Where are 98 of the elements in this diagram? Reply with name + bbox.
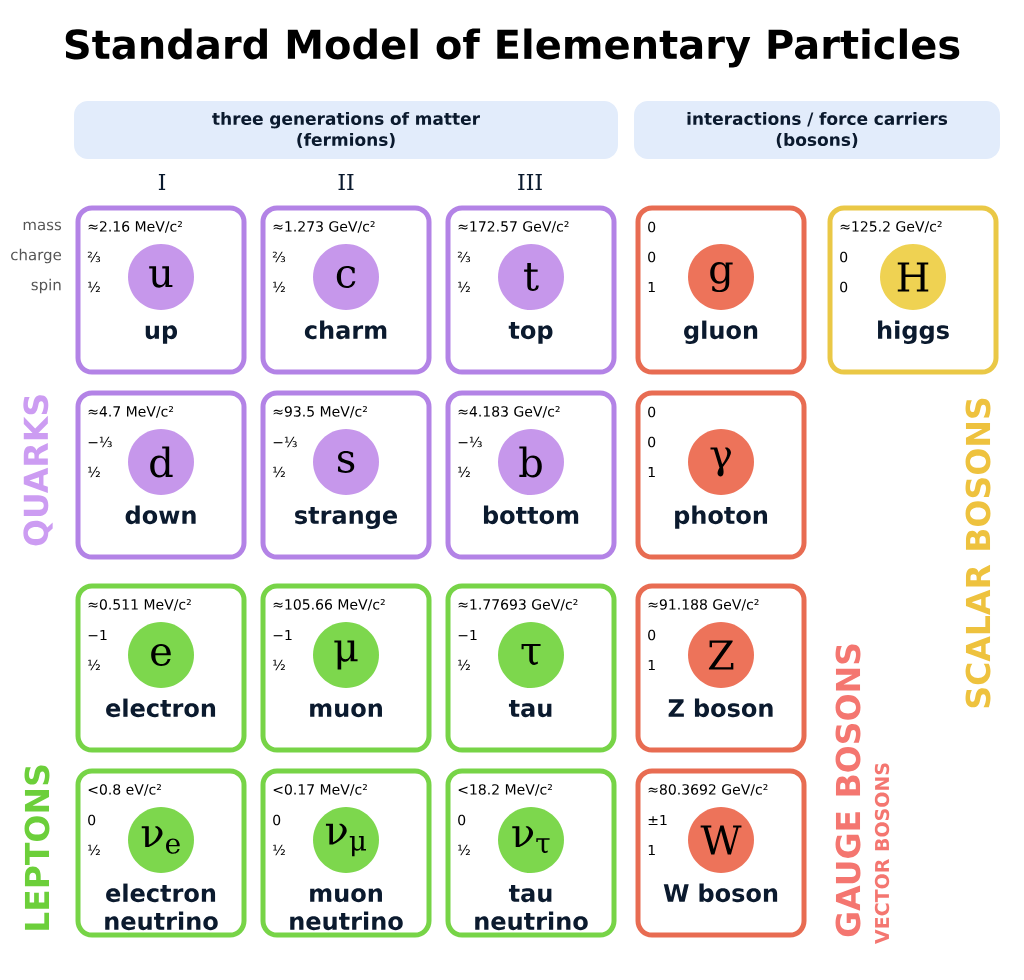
charge-value: −1 bbox=[458, 629, 477, 641]
particle-card bbox=[445, 768, 617, 938]
title: Standard Model of Elementary Particles bbox=[65, 28, 960, 68]
particle-card bbox=[75, 768, 247, 938]
charge-value: ±1 bbox=[648, 814, 667, 826]
mass-value: ≈125.2 GeV/c² bbox=[840, 221, 942, 233]
header-band: three generations of matter (fermions) bbox=[74, 101, 618, 159]
charge-value: ⅔ bbox=[272, 251, 286, 263]
charge-value: −1 bbox=[88, 629, 107, 641]
row-label: mass bbox=[23, 221, 62, 231]
charge-value: 0 bbox=[840, 251, 848, 263]
particle-card bbox=[635, 768, 807, 938]
particle-card bbox=[635, 205, 807, 375]
particle-name: Z boson bbox=[668, 698, 773, 718]
charge-value: 0 bbox=[648, 629, 656, 641]
particle-card bbox=[260, 205, 432, 375]
particle-name: tau bbox=[508, 699, 552, 718]
particle-name: muon neutrino bbox=[290, 888, 403, 931]
charge-value: 0 bbox=[648, 251, 656, 263]
mass-value: ≈172.57 GeV/c² bbox=[458, 221, 569, 233]
column-heading: I bbox=[158, 173, 166, 190]
group-label: GAUGE BOSONS bbox=[835, 644, 861, 937]
spin-value: ½ bbox=[88, 844, 100, 856]
spin-value: ½ bbox=[458, 659, 470, 671]
mass-value: <18.2 MeV/c² bbox=[458, 784, 552, 796]
particle-name: bottom bbox=[483, 505, 579, 525]
spin-value: ½ bbox=[88, 466, 100, 478]
mass-value: 0 bbox=[648, 221, 656, 233]
spin-value: ½ bbox=[273, 659, 285, 671]
group-label: LEPTONS bbox=[24, 765, 50, 930]
particle-name: electron bbox=[106, 698, 216, 718]
mass-value: ≈1.273 GeV/c² bbox=[273, 221, 375, 233]
spin-value: 1 bbox=[648, 659, 655, 671]
mass-value: ≈4.7 MeV/c² bbox=[88, 406, 174, 418]
particle-card bbox=[75, 583, 247, 753]
spin-value: 1 bbox=[648, 466, 655, 478]
particle-card bbox=[75, 205, 247, 375]
spin-value: ½ bbox=[458, 281, 470, 293]
group-label: QUARKS bbox=[23, 395, 53, 546]
particle-name: charm bbox=[304, 320, 387, 340]
particle-card bbox=[635, 390, 807, 560]
particle-name: up bbox=[145, 325, 178, 344]
mass-value: <0.17 MeV/c² bbox=[273, 784, 367, 796]
particle-name: muon bbox=[310, 703, 382, 718]
column-heading: II bbox=[338, 173, 354, 190]
spin-value: 1 bbox=[648, 844, 655, 856]
charge-value: ⅔ bbox=[87, 251, 101, 263]
particle-card bbox=[260, 768, 432, 938]
charge-value: 0 bbox=[648, 436, 656, 448]
particle-name: tau neutrino bbox=[475, 884, 588, 931]
row-label: spin bbox=[31, 278, 61, 294]
particle-card bbox=[75, 390, 247, 560]
spin-value: 0 bbox=[840, 281, 848, 293]
spin-value: ½ bbox=[458, 466, 470, 478]
charge-value: −⅓ bbox=[88, 436, 112, 448]
row-label: charge bbox=[11, 248, 61, 264]
spin-value: ½ bbox=[273, 466, 285, 478]
particle-card bbox=[260, 390, 432, 560]
charge-value: 0 bbox=[458, 814, 466, 826]
particle-card bbox=[635, 583, 807, 753]
particle-name: photon bbox=[675, 505, 768, 529]
particle-name: gluon bbox=[684, 320, 758, 344]
charge-value: 0 bbox=[273, 814, 281, 826]
particle-name: W boson bbox=[663, 883, 778, 903]
mass-value: <0.8 eV/c² bbox=[88, 784, 161, 796]
particle-card bbox=[445, 390, 617, 560]
mass-value: 0 bbox=[648, 406, 656, 418]
particle-name: electron neutrino bbox=[105, 883, 218, 931]
particle-name: strange bbox=[295, 506, 397, 529]
mass-value: ≈1.77693 GeV/c² bbox=[458, 599, 578, 611]
charge-value: 0 bbox=[88, 814, 96, 826]
charge-value: −⅓ bbox=[273, 436, 297, 448]
mass-value: ≈93.5 MeV/c² bbox=[273, 406, 367, 418]
mass-value: ≈2.16 MeV/c² bbox=[88, 221, 182, 233]
spin-value: ½ bbox=[458, 844, 470, 856]
group-label: VECTOR BOSONS bbox=[874, 763, 890, 944]
charge-value: −1 bbox=[273, 629, 292, 641]
charge-value: −⅓ bbox=[458, 436, 482, 448]
spin-value: ½ bbox=[273, 844, 285, 856]
particle-card bbox=[827, 205, 999, 375]
spin-value: ½ bbox=[273, 281, 285, 293]
column-heading: III bbox=[518, 173, 542, 190]
particle-card bbox=[445, 205, 617, 375]
mass-value: ≈91.188 GeV/c² bbox=[648, 599, 759, 611]
mass-value: ≈105.66 MeV/c² bbox=[273, 599, 385, 611]
charge-value: ⅔ bbox=[457, 251, 471, 263]
particle-card bbox=[260, 583, 432, 753]
spin-value: ½ bbox=[88, 281, 100, 293]
mass-value: ≈0.511 MeV/c² bbox=[88, 599, 191, 611]
spin-value: 1 bbox=[648, 281, 655, 293]
particle-name: down bbox=[125, 505, 196, 525]
particle-name: top bbox=[508, 321, 553, 344]
mass-value: ≈80.3692 GeV/c² bbox=[648, 784, 768, 796]
particle-card bbox=[445, 583, 617, 753]
particle-name: higgs bbox=[878, 320, 949, 344]
spin-value: ½ bbox=[88, 659, 100, 671]
mass-value: ≈4.183 GeV/c² bbox=[458, 406, 560, 418]
header-band: interactions / force carriers (bosons) bbox=[634, 101, 1000, 159]
